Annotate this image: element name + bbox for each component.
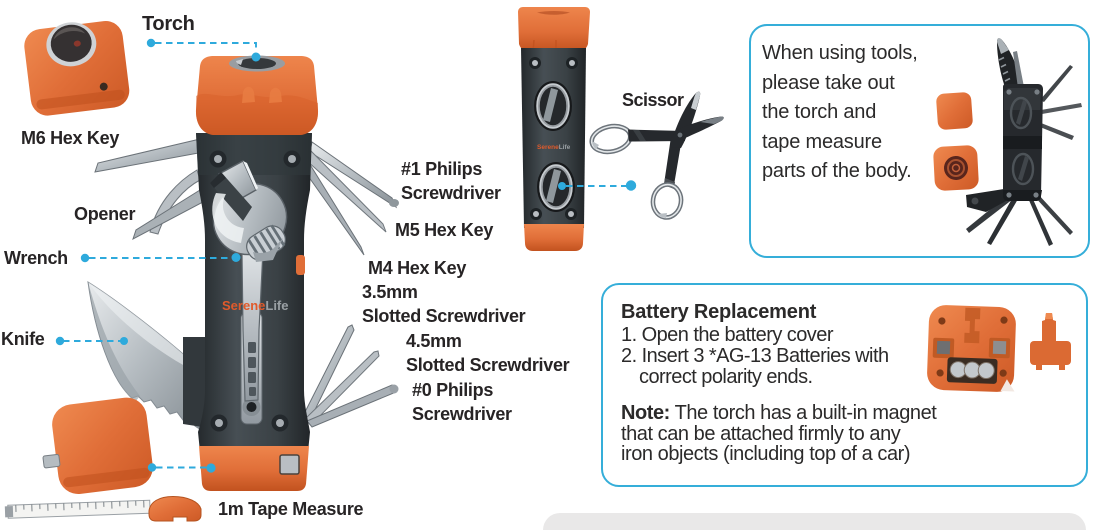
svg-text:SereneLife: SereneLife — [537, 144, 571, 151]
svg-text:SereneLife: SereneLife — [222, 298, 289, 313]
